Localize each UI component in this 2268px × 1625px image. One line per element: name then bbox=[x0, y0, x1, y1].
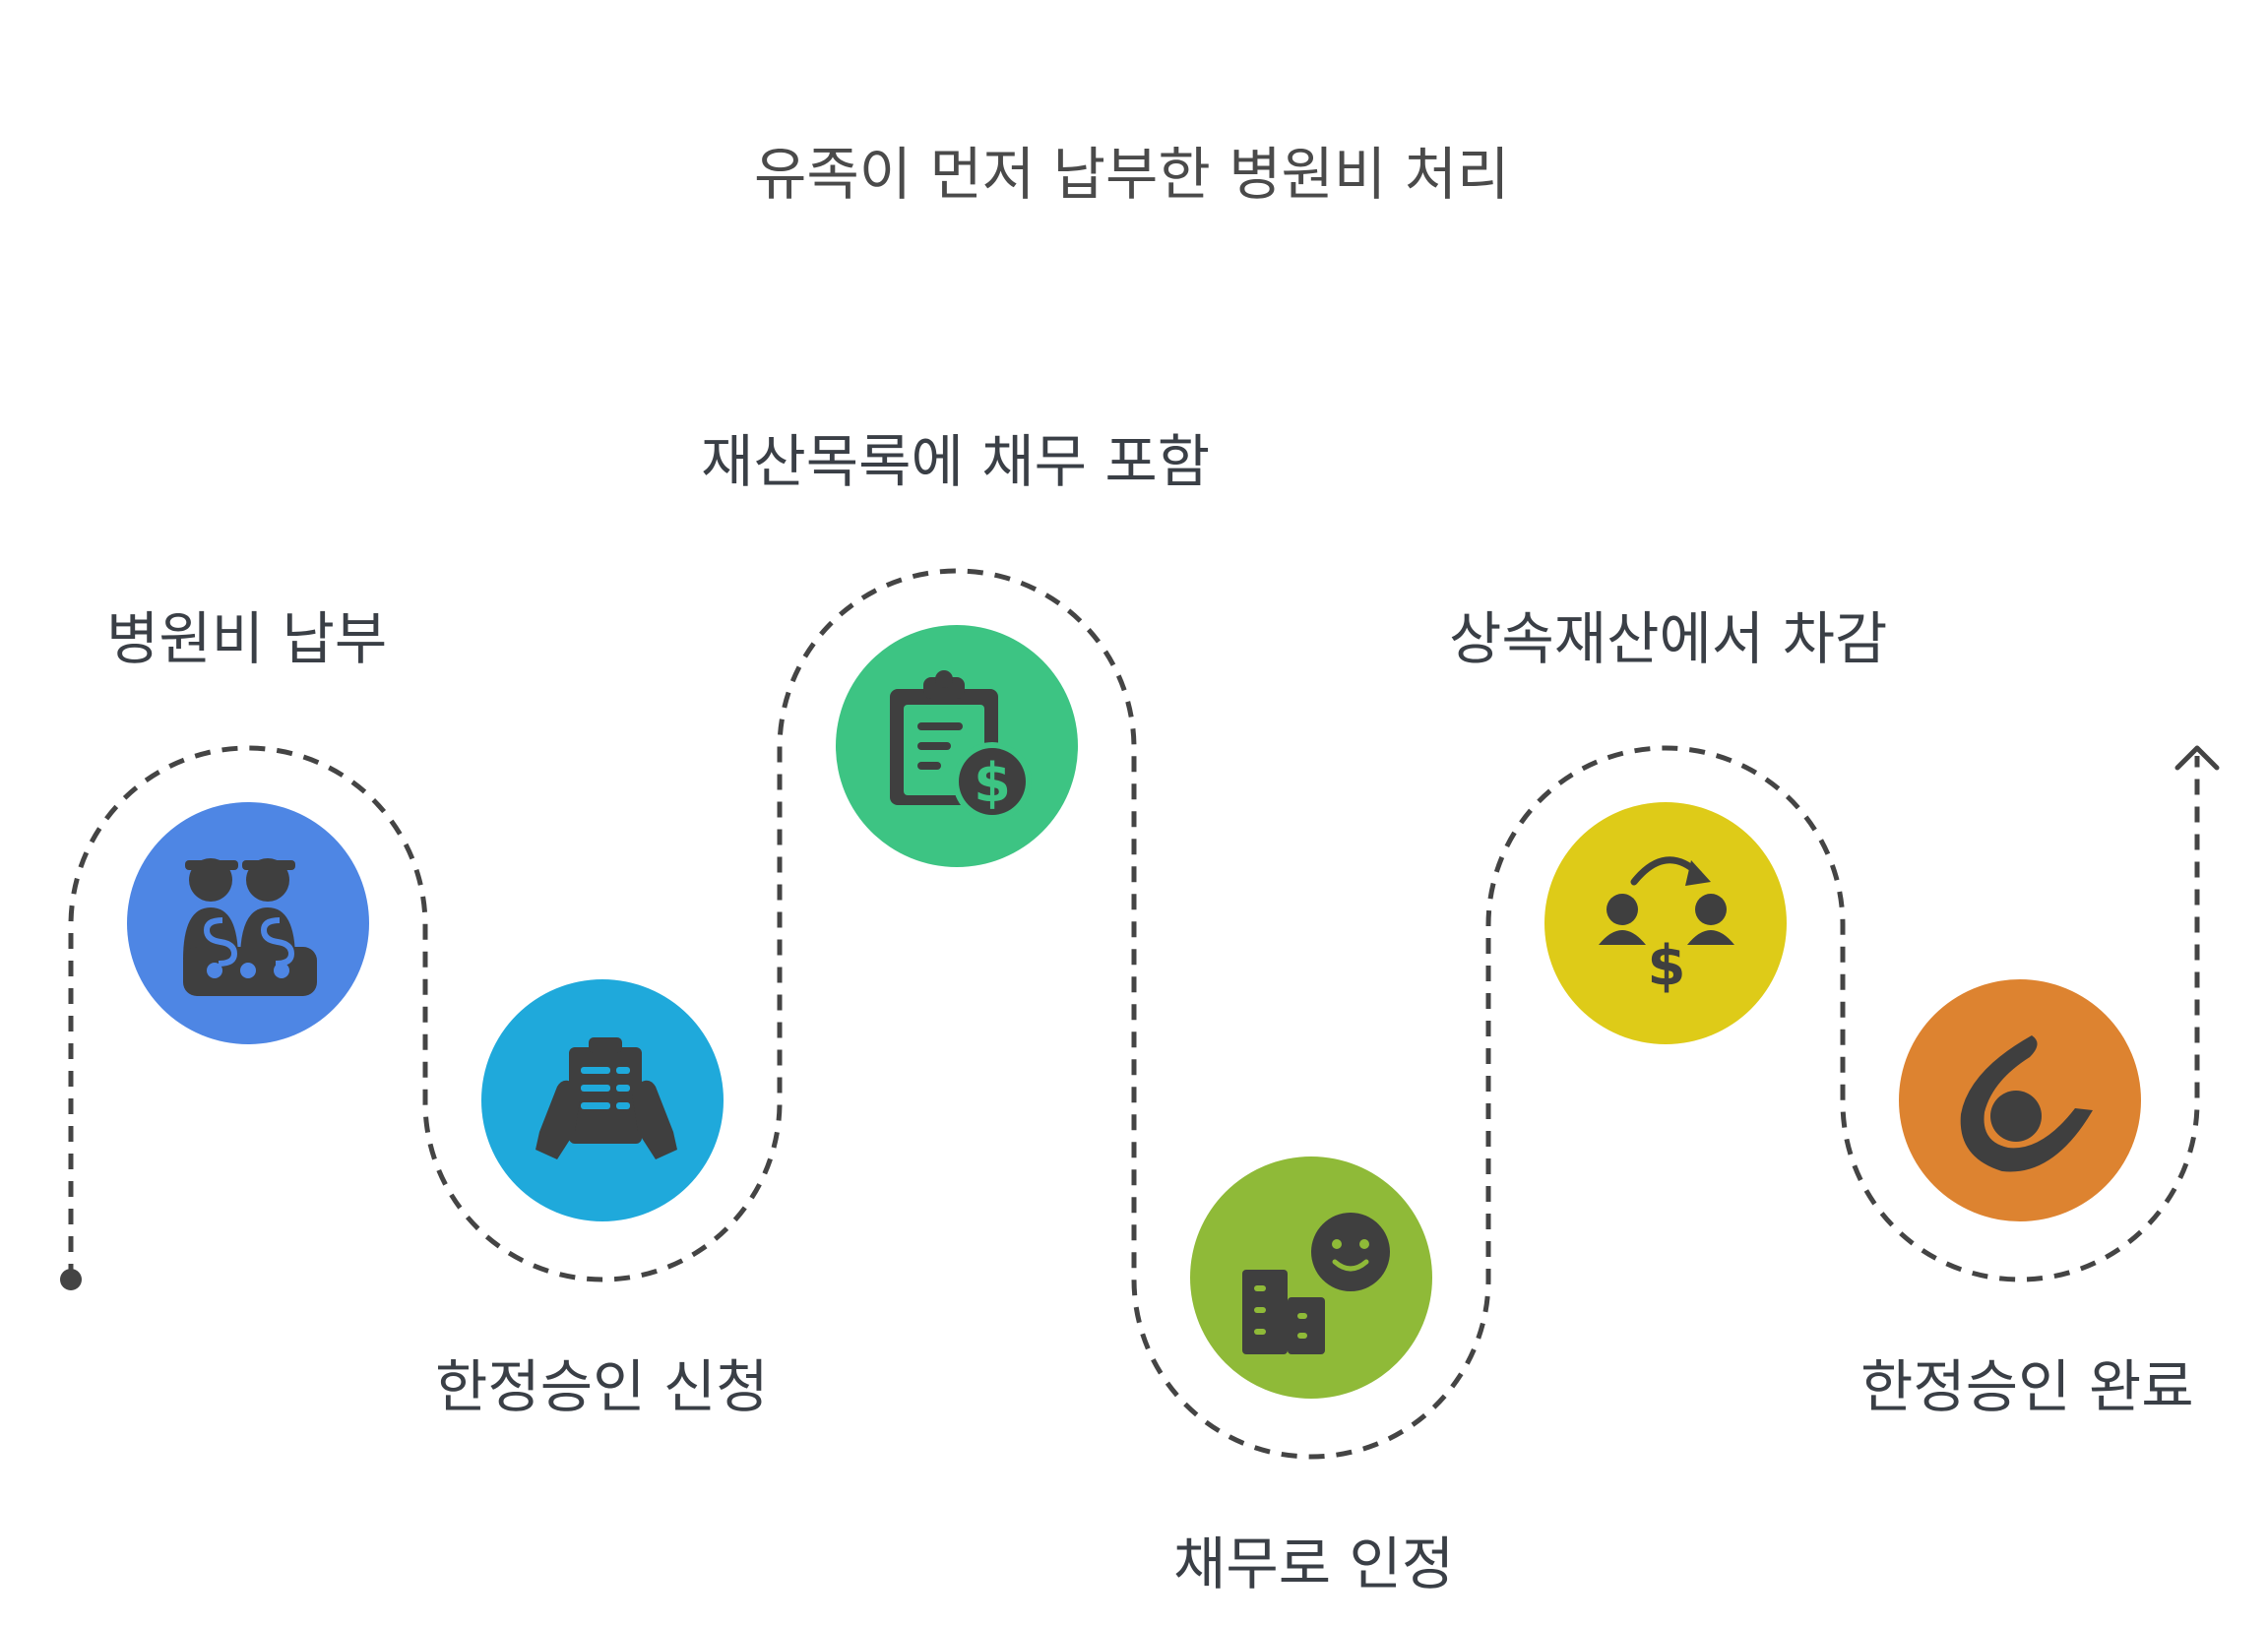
person-embrace-icon bbox=[1960, 1035, 2093, 1172]
step-5-label: 상속재산에서 차감 bbox=[1449, 605, 1888, 672]
step-1-label: 병원비 납부 bbox=[106, 605, 388, 672]
path-end-arrow bbox=[2174, 745, 2220, 771]
step-4-label: 채무로 인정 bbox=[1173, 1531, 1455, 1597]
money-transfer-people-icon: $ bbox=[1599, 856, 1734, 998]
svg-text:$: $ bbox=[1648, 934, 1686, 998]
step-4-circle bbox=[1190, 1156, 1432, 1399]
step-4-node bbox=[1190, 1156, 1432, 1399]
step-1-node bbox=[127, 802, 369, 1044]
step-2-label: 한정승인 신청 bbox=[435, 1353, 769, 1420]
step-3-label: 재산목록에 채무 포함 bbox=[701, 428, 1211, 495]
dashed-path bbox=[68, 568, 2200, 1460]
step-6-label: 한정승인 완료 bbox=[1860, 1353, 2194, 1420]
clipboard-dollar-icon: $ bbox=[890, 670, 1032, 821]
step-5-circle bbox=[1544, 802, 1787, 1044]
building-smile-icon bbox=[1242, 1213, 1390, 1354]
step-2-node bbox=[481, 979, 724, 1221]
step-6-node bbox=[1899, 979, 2141, 1221]
svg-text:$: $ bbox=[974, 752, 1011, 814]
step-3-node: $ bbox=[836, 625, 1078, 867]
clipboard-hands-icon bbox=[536, 1037, 677, 1159]
step-5-node: $ bbox=[1544, 802, 1787, 1044]
page-title: 유족이 먼저 납부한 병원비 처리 bbox=[754, 141, 1510, 208]
path-start-dot bbox=[60, 1269, 82, 1290]
people-payment-icon bbox=[183, 858, 317, 996]
